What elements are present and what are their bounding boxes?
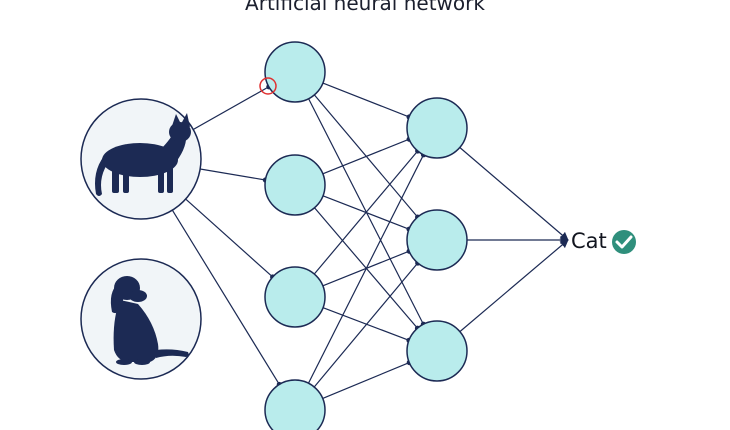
edge-h1-4-to-h2-1 [307, 154, 425, 384]
highlighted-connection-point [259, 77, 277, 95]
hidden-layer-2-node-3 [406, 320, 468, 382]
edge-h2-1-to-output [459, 147, 569, 241]
hidden-layer-1-node-3 [264, 266, 326, 328]
hidden-layer-1-node-1 [264, 41, 326, 103]
hidden-layer-1-node-2 [264, 154, 326, 216]
dog-silhouette-icon [110, 276, 189, 365]
edge-h1-3-to-h2-1 [313, 150, 419, 275]
edge-h1-1-to-h2-1 [322, 82, 410, 118]
edge-h1-3-to-h2-3 [322, 307, 410, 341]
diagram-title: Artificial neural network [245, 0, 485, 15]
edge-h2-3-to-output [459, 239, 569, 333]
hidden-layer-2-node-1 [406, 97, 468, 159]
input-dog [80, 258, 202, 380]
edge-input-to-hidden1-2 [200, 168, 266, 181]
edge-input-to-hidden1-3 [185, 198, 274, 278]
connections [171, 82, 569, 400]
cat-silhouette-icon [95, 113, 191, 196]
edge-input-to-hidden1-4 [171, 209, 280, 385]
edge-input-to-hidden1-1 [192, 86, 270, 131]
input-cat [80, 98, 202, 220]
hidden-layer-2-node-2 [406, 209, 468, 271]
edge-h1-1-to-h2-3 [308, 98, 424, 325]
check-circle-icon [612, 230, 636, 254]
output-label: Cat [571, 229, 607, 253]
hidden-layer-1-node-4 [264, 379, 326, 430]
edge-h1-2-to-h2-1 [322, 138, 410, 175]
edge-h1-4-to-h2-3 [322, 361, 410, 400]
network-nodes [264, 41, 468, 430]
edge-h1-4-to-h2-2 [313, 262, 419, 388]
